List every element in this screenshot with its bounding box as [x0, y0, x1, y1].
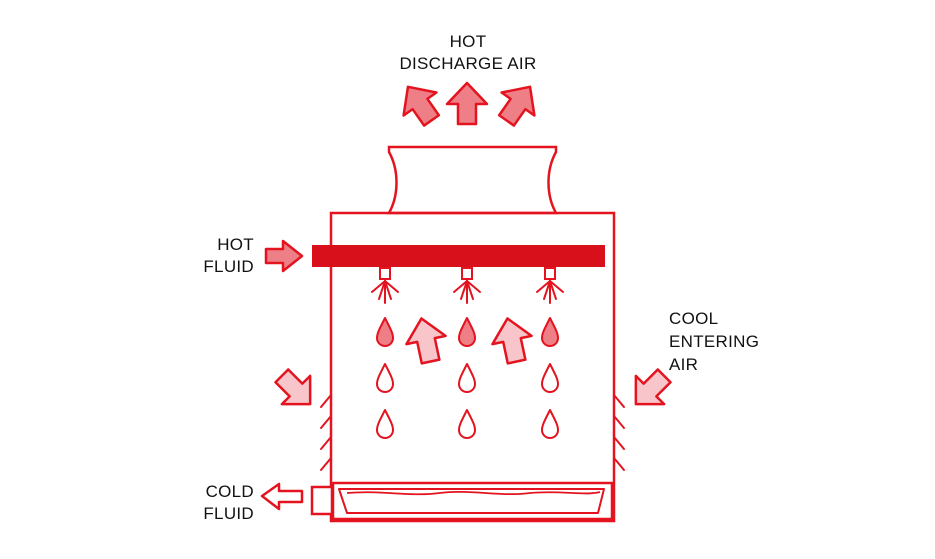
hot-fluid-pipe — [312, 245, 605, 267]
hot-discharge-air-line-2: DISCHARGE AIR — [399, 54, 536, 73]
spray-nozzle-1 — [371, 267, 399, 304]
discharge-arrow-up-icon — [445, 81, 489, 126]
cool-entering-air-line-3: AIR — [669, 355, 698, 374]
rising-air-arrow-left-icon — [405, 317, 447, 365]
cool-entering-air-label: COOL ENTERING AIR — [669, 309, 759, 374]
water-droplets — [376, 317, 559, 439]
spray-nozzle-3 — [536, 267, 564, 304]
droplet-icon — [541, 317, 559, 347]
droplet-icon — [458, 363, 476, 393]
hot-discharge-air-line-1: HOT — [450, 32, 487, 51]
fan-stack — [386, 145, 559, 215]
louvers-right — [613, 394, 625, 471]
cool-entering-air-line-1: COOL — [669, 309, 718, 328]
droplet-icon — [376, 363, 394, 393]
hot-fluid-line-2: FLUID — [203, 257, 254, 276]
spray-nozzles — [371, 267, 564, 304]
discharge-arrow-left-icon — [402, 85, 441, 127]
cold-fluid-line-1: COLD — [206, 482, 254, 501]
droplet-icon — [541, 363, 559, 393]
cold-fluid-line-2: FLUID — [203, 504, 254, 523]
entering-air-arrow-right-icon — [634, 368, 672, 406]
tower-casing — [329, 211, 616, 523]
droplet-icon — [458, 409, 476, 439]
droplet-icon — [376, 317, 394, 347]
hot-fluid-label: HOT FLUID — [203, 235, 254, 276]
cold-fluid-outlet-arrow-icon — [260, 482, 304, 511]
air-inlet-louvers — [320, 394, 625, 471]
hot-discharge-air-label: HOT DISCHARGE AIR — [399, 32, 536, 73]
droplet-icon — [376, 409, 394, 439]
louvers-left — [320, 394, 332, 471]
rising-air-arrows — [405, 317, 533, 365]
hot-fluid-line-1: HOT — [217, 235, 254, 254]
discharge-arrow-right-icon — [497, 85, 536, 127]
droplet-icon — [458, 317, 476, 347]
rising-air-arrow-right-icon — [491, 317, 533, 365]
collection-basin — [331, 481, 614, 521]
discharge-arrows — [402, 81, 536, 127]
cold-fluid-label: COLD FLUID — [203, 482, 254, 523]
entering-air-arrows — [274, 368, 672, 406]
entering-air-arrow-left-icon — [274, 368, 312, 406]
spray-nozzle-2 — [453, 267, 481, 304]
cold-fluid-outlet-pipe — [310, 485, 334, 516]
droplet-icon — [541, 409, 559, 439]
cool-entering-air-line-2: ENTERING — [669, 332, 759, 351]
hot-fluid-inlet-arrow-icon — [264, 239, 304, 273]
